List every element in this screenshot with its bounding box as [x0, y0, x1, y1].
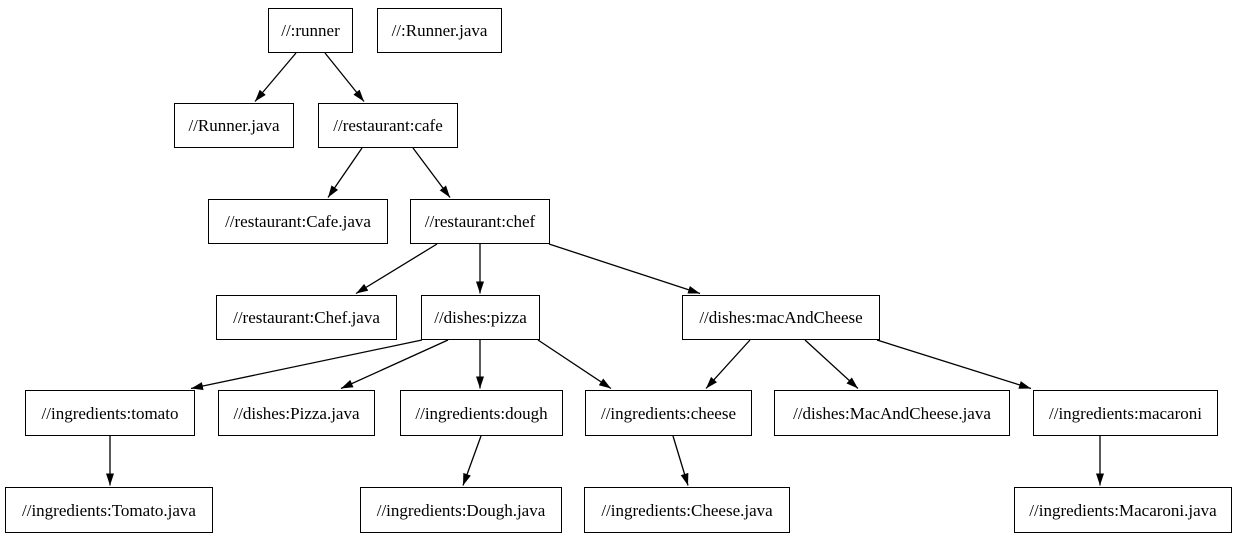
node-chef-java: //restaurant:Chef.java	[216, 295, 397, 340]
node-dough: //ingredients:dough	[400, 390, 563, 436]
node-label: //restaurant:Chef.java	[233, 308, 380, 327]
node-label: //ingredients:Cheese.java	[601, 500, 773, 520]
node-cheese: //ingredients:cheese	[585, 390, 752, 436]
node-label: //dishes:Pizza.java	[233, 403, 360, 423]
node-runner: //:runner	[268, 8, 353, 53]
node-runner-java: //Runner.java	[174, 103, 294, 148]
node-mac-and-cheese: //dishes:macAndCheese	[682, 295, 880, 340]
node-macaroni-java: //ingredients:Macaroni.java	[1014, 487, 1232, 533]
node-chef: //restaurant:chef	[410, 199, 550, 244]
node-label: //ingredients:dough	[415, 403, 548, 423]
node-label: //:Runner.java	[391, 21, 488, 40]
node-cafe-java: //restaurant:Cafe.java	[208, 199, 388, 244]
node-label: //dishes:MacAndCheese.java	[793, 403, 991, 423]
node-label: //restaurant:cafe	[333, 116, 443, 135]
edge-dough-to-dough-java	[462, 435, 482, 486]
node-cheese-java: //ingredients:Cheese.java	[584, 487, 790, 533]
node-mac-and-cheese-java: //dishes:MacAndCheese.java	[774, 390, 1010, 436]
edge-pizza-to-cheese	[537, 339, 612, 390]
node-tomato-java: //ingredients:Tomato.java	[5, 487, 213, 533]
node-pizza-java: //dishes:Pizza.java	[218, 390, 375, 436]
edge-cafe-to-chef	[412, 147, 451, 198]
edge-cheese-to-cheese-java	[672, 435, 689, 486]
node-label: //:runner	[281, 21, 340, 40]
node-cafe: //restaurant:cafe	[318, 103, 458, 148]
node-label: //restaurant:chef	[424, 212, 536, 231]
edge-mac-and-cheese-to-macaroni	[876, 339, 1032, 390]
node-macaroni: //ingredients:macaroni	[1033, 390, 1218, 436]
edge-chef-to-chef-java	[355, 243, 438, 295]
node-dough-java: //ingredients:Dough.java	[360, 487, 562, 533]
node-label: //restaurant:Cafe.java	[225, 212, 371, 231]
node-runner-java-root: //:Runner.java	[377, 8, 502, 53]
edge-mac-and-cheese-to-cheese	[705, 339, 751, 389]
edge-pizza-to-tomato	[190, 339, 423, 390]
node-label: //ingredients:Macaroni.java	[1029, 500, 1217, 520]
edge-cafe-to-cafe-java	[327, 147, 363, 198]
edge-runner-to-cafe	[324, 52, 365, 102]
node-label: //ingredients:Tomato.java	[22, 500, 196, 520]
node-label: //dishes:macAndCheese	[699, 308, 863, 327]
node-label: //Runner.java	[188, 116, 280, 135]
node-label: //ingredients:macaroni	[1049, 403, 1202, 423]
edge-runner-to-runner-java	[254, 52, 297, 102]
edge-mac-and-cheese-to-mac-and-cheese-java	[804, 339, 859, 389]
node-label: //dishes:pizza	[434, 308, 527, 327]
node-label: //ingredients:cheese	[600, 403, 736, 423]
edge-chef-to-mac-and-cheese	[548, 243, 701, 295]
node-pizza: //dishes:pizza	[421, 295, 540, 340]
edge-pizza-to-pizza-java	[340, 339, 449, 390]
node-label: //ingredients:tomato	[41, 403, 179, 423]
node-label: //ingredients:Dough.java	[376, 500, 546, 520]
node-tomato: //ingredients:tomato	[25, 390, 195, 436]
